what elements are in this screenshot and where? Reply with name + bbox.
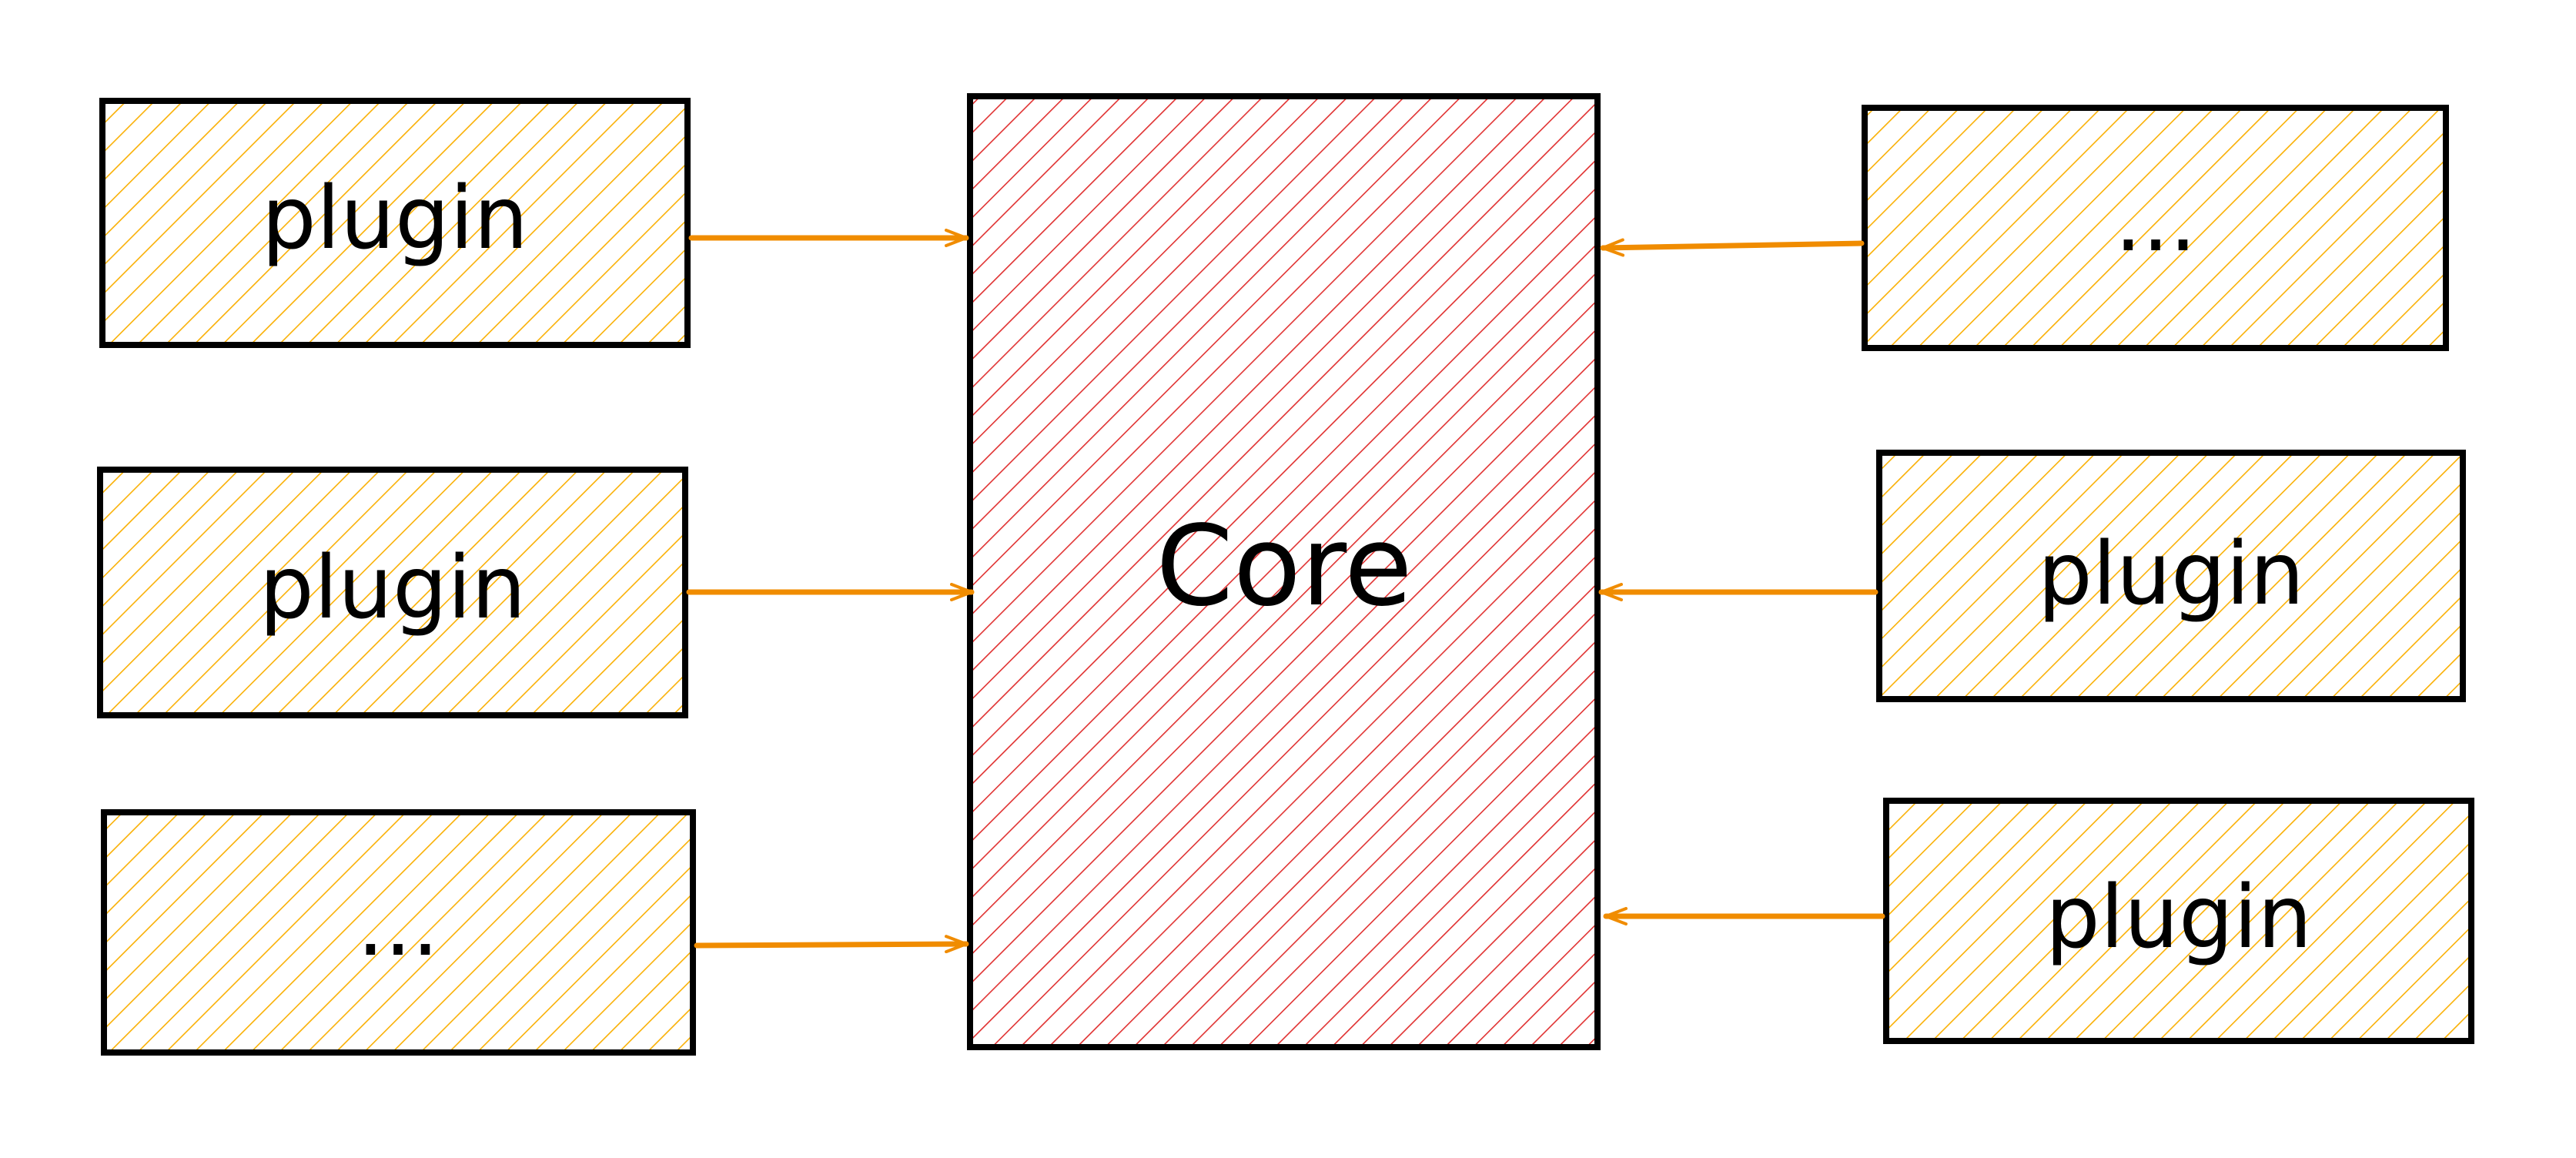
core-node-label: Core (1156, 501, 1412, 631)
plugin-node-right-1: ... (1862, 105, 2449, 351)
plugin-node-left-3: ... (101, 809, 696, 1056)
arrow-left-3-to-core (694, 935, 969, 954)
plugin-node-label: plugin (262, 169, 528, 269)
plugin-node-label: plugin (2038, 524, 2304, 624)
plugin-node-left-1: plugin (99, 98, 691, 348)
plugin-node-left-2: plugin (97, 467, 688, 718)
plugin-node-label: ... (2115, 171, 2197, 271)
plugin-node-label: plugin (2046, 868, 2312, 968)
plugin-node-label: ... (357, 875, 440, 976)
core-node: Core (967, 93, 1601, 1050)
plugin-node-right-2: plugin (1876, 450, 2466, 702)
plugin-node-label: plugin (259, 538, 526, 638)
plugin-node-right-3: plugin (1883, 798, 2474, 1044)
arrow-right-1-to-core (1600, 238, 1865, 257)
